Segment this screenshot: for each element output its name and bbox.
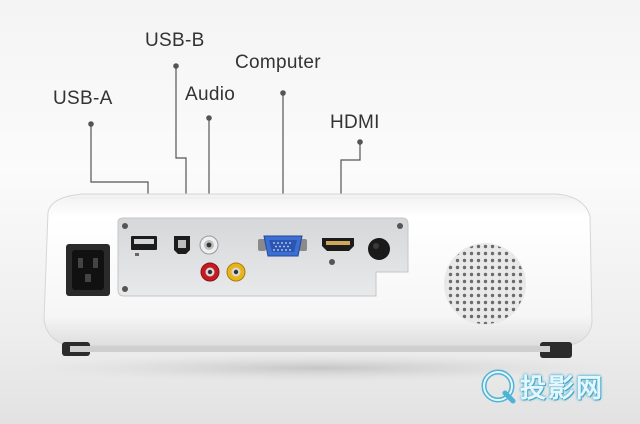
usb-a-port [131,236,157,256]
watermark-logo: 投影网 [476,364,636,408]
speaker-grille [444,243,526,325]
vga-computer-port [258,235,307,257]
audio-label: Audio [185,84,236,105]
hdmi-label: HDMI [330,112,380,133]
hdmi-port [322,238,354,251]
usb-a-label: USB-A [53,88,113,109]
projector-feet [62,342,572,358]
power-inlet [66,244,110,296]
sensor-button [368,238,390,260]
usb-b-label: USB-B [145,30,205,51]
audio-red-jack [200,262,220,282]
usb-b-port [174,236,190,254]
computer-label: Computer [235,52,321,73]
watermark-text: 投影网 [520,374,605,404]
watermark-logo-icon [481,369,516,404]
floor-shadow [20,354,620,382]
audio-white-jack [199,235,219,255]
video-yellow-jack [226,262,246,282]
port-panel [117,217,409,297]
